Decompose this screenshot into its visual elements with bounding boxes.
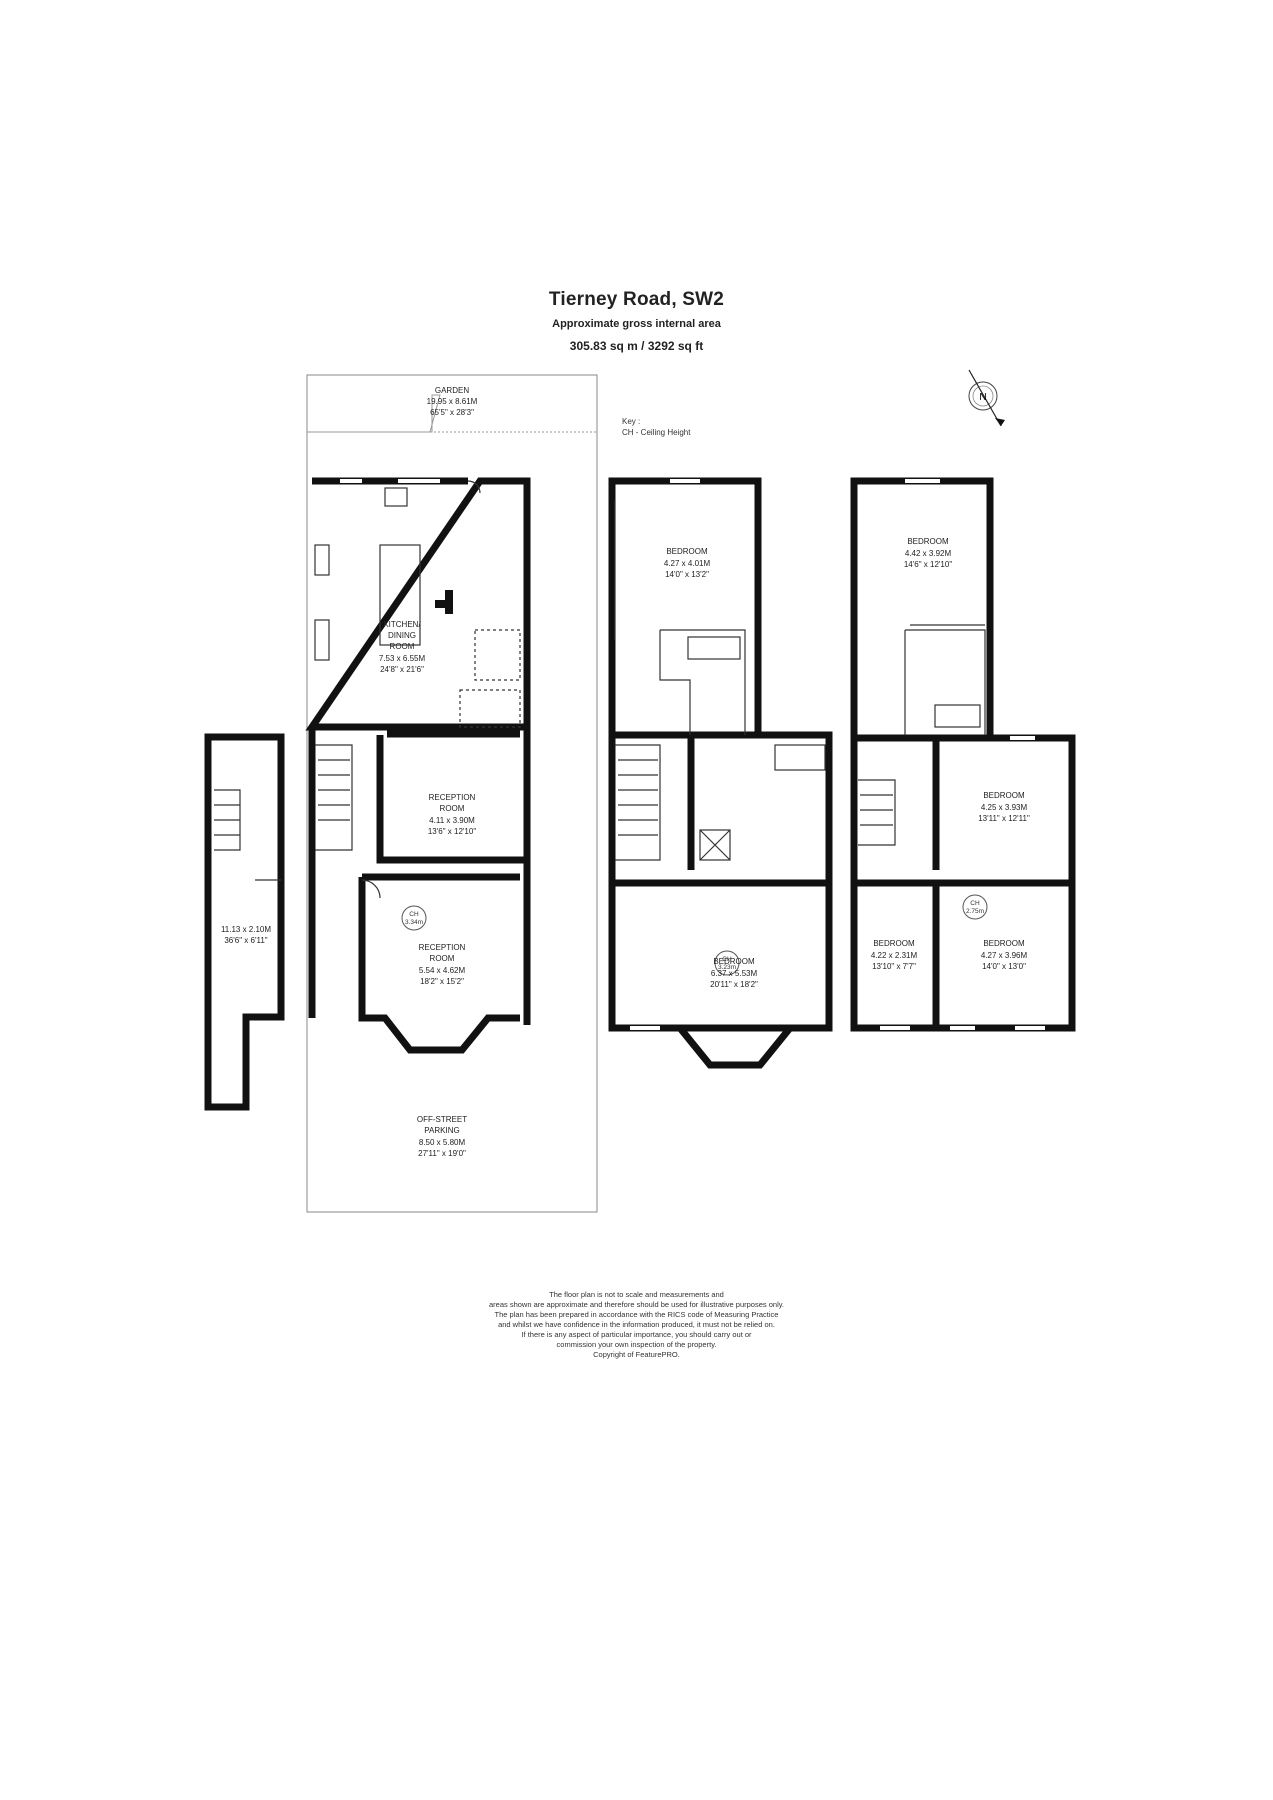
- f2-bed-front-metric: 4.27 x 3.96M: [981, 951, 1028, 960]
- f1-bed-front-name-visible: BEDROOM: [713, 957, 755, 966]
- room-label-f2-bedroom-mid: BEDROOM 4.25 x 3.93M 13'11" x 12'11": [978, 791, 1030, 823]
- f2-bed-top-metric: 4.42 x 3.92M: [905, 549, 952, 558]
- room-label-cellar: 11.13 x 2.10M 36'6" x 6'11": [221, 925, 271, 945]
- gross-area: 305.83 sq m / 3292 sq ft: [569, 339, 704, 353]
- f1-bed-top-name: BEDROOM: [666, 547, 708, 556]
- ground-floor: [305, 477, 531, 1054]
- kitchen-imperial: 24'8" x 21'6": [380, 665, 424, 674]
- room-label-f2-bedroom-top: BEDROOM 4.42 x 3.92M 14'6" x 12'10": [904, 537, 952, 569]
- disclaimer-line: The floor plan is not to scale and measu…: [549, 1290, 724, 1299]
- garden-name: GARDEN: [435, 386, 469, 395]
- reception2-metric: 5.54 x 4.62M: [419, 966, 466, 975]
- room-label-parking: OFF-STREET PARKING 8.50 x 5.80M 27'11" x…: [417, 1115, 467, 1158]
- key-item: CH - Ceiling Height: [622, 428, 691, 437]
- first-floor: [608, 477, 833, 1069]
- room-label-f1-bedroom-front: BEDROOM BEDROOM 6.37 x 5.53M 20'11" x 18…: [710, 957, 758, 989]
- ch-reception-label: CH: [409, 911, 419, 918]
- disclaimer-line: and whilst we have confidence in the inf…: [498, 1320, 775, 1329]
- disclaimer-line: areas shown are approximate and therefor…: [488, 1300, 785, 1309]
- ch-f1-label: CH: [722, 956, 732, 963]
- reception1-name-2: ROOM: [440, 804, 465, 813]
- cellar: [204, 733, 285, 1111]
- room-label-kitchen: KITCHEN/ DINING ROOM 7.53 x 6.55M 24'8" …: [379, 620, 426, 674]
- disclaimer-line: commission your own inspection of the pr…: [556, 1340, 717, 1349]
- f2-bed-small-metric: 4.22 x 2.31M: [871, 951, 918, 960]
- disclaimer: The floor plan is not to scale and measu…: [0, 1290, 1273, 1360]
- kitchen-name-2: DINING: [388, 631, 416, 640]
- f1-bed-top-imperial: 14'0" x 13'2": [665, 570, 709, 579]
- ch-reception-value: 3.34m: [405, 919, 423, 926]
- kitchen-name-3: ROOM: [390, 642, 415, 651]
- f2-bed-mid-name: BEDROOM: [983, 791, 1025, 800]
- parking-imperial: 27'11" x 19'0": [418, 1149, 466, 1158]
- plan-subtitle: Approximate gross internal area: [552, 318, 721, 330]
- kitchen-metric: 7.53 x 6.55M: [379, 654, 426, 663]
- f1-bed-top-metric: 4.27 x 4.01M: [664, 559, 711, 568]
- reception2-name-1: RECEPTION: [419, 943, 466, 952]
- room-label-reception-2: RECEPTION ROOM 5.54 x 4.62M 18'2" x 15'2…: [419, 943, 466, 986]
- disclaimer-line: Copyright of FeaturePRO.: [593, 1350, 680, 1359]
- room-label-reception-1: RECEPTION ROOM 4.11 x 3.90M 13'6" x 12'1…: [428, 793, 476, 836]
- f2-bed-front-imperial: 14'0" x 13'0": [982, 962, 1026, 971]
- ch-f2-label: CH: [970, 900, 980, 907]
- cellar-metric: 11.13 x 2.10M: [221, 925, 271, 934]
- reception1-imperial: 13'6" x 12'10": [428, 827, 476, 836]
- f2-bed-small-name: BEDROOM: [873, 939, 915, 948]
- f2-bed-mid-imperial: 13'11" x 12'11": [978, 814, 1030, 823]
- parking-name-2: PARKING: [424, 1126, 459, 1135]
- ch-f2-value: 2.75m: [966, 908, 984, 915]
- cellar-imperial: 36'6" x 6'11": [224, 936, 267, 945]
- f2-bed-small-imperial: 13'10" x 7'7": [872, 962, 916, 971]
- plan-title: Tierney Road, SW2: [548, 289, 725, 310]
- garden-metric: 19.95 x 8.61M: [427, 397, 478, 406]
- reception1-name-1: RECEPTION: [429, 793, 476, 802]
- ch-marker-f2-bedroom: [962, 894, 988, 920]
- parking-name-1: OFF-STREET: [417, 1115, 467, 1124]
- ch-f1-value: 3.23m: [718, 964, 736, 971]
- f1-bed-front-imperial: 20'11" x 18'2": [710, 980, 758, 989]
- room-label-f2-bedroom-small: BEDROOM 4.22 x 2.31M 13'10" x 7'7": [871, 939, 918, 971]
- key-title: Key :: [622, 417, 640, 426]
- f2-bed-front-name: BEDROOM: [983, 939, 1025, 948]
- room-label-f1-bedroom-top: BEDROOM 4.27 x 4.01M 14'0" x 13'2": [664, 547, 711, 579]
- f2-bed-top-name: BEDROOM: [907, 537, 949, 546]
- outdoor-boundaries: [306, 374, 598, 1213]
- ch-marker-reception: [401, 905, 427, 931]
- compass-letter: N: [979, 392, 986, 403]
- north-compass-icon: N: [968, 369, 1005, 427]
- ch-marker-f1-bedroom: [714, 950, 740, 976]
- reception2-name-2: ROOM: [430, 954, 455, 963]
- f2-bed-mid-metric: 4.25 x 3.93M: [981, 803, 1028, 812]
- f1-bed-front-metric: 6.37 x 5.53M: [711, 969, 758, 978]
- room-label-garden: GARDEN 19.95 x 8.61M 65'5" x 28'3": [427, 386, 478, 417]
- disclaimer-line: If there is any aspect of particular imp…: [521, 1330, 752, 1339]
- kitchen-name-1: KITCHEN/: [383, 620, 421, 629]
- room-label-f2-bedroom-front: BEDROOM 4.27 x 3.96M 14'0" x 13'0": [981, 939, 1028, 971]
- reception1-metric: 4.11 x 3.90M: [429, 816, 475, 825]
- f2-bed-top-imperial: 14'6" x 12'10": [904, 560, 952, 569]
- reception2-imperial: 18'2" x 15'2": [420, 977, 464, 986]
- garden-imperial: 65'5" x 28'3": [430, 408, 474, 417]
- disclaimer-line: The plan has been prepared in accordance…: [494, 1310, 779, 1319]
- parking-metric: 8.50 x 5.80M: [419, 1138, 466, 1147]
- second-floor: [850, 477, 1076, 1032]
